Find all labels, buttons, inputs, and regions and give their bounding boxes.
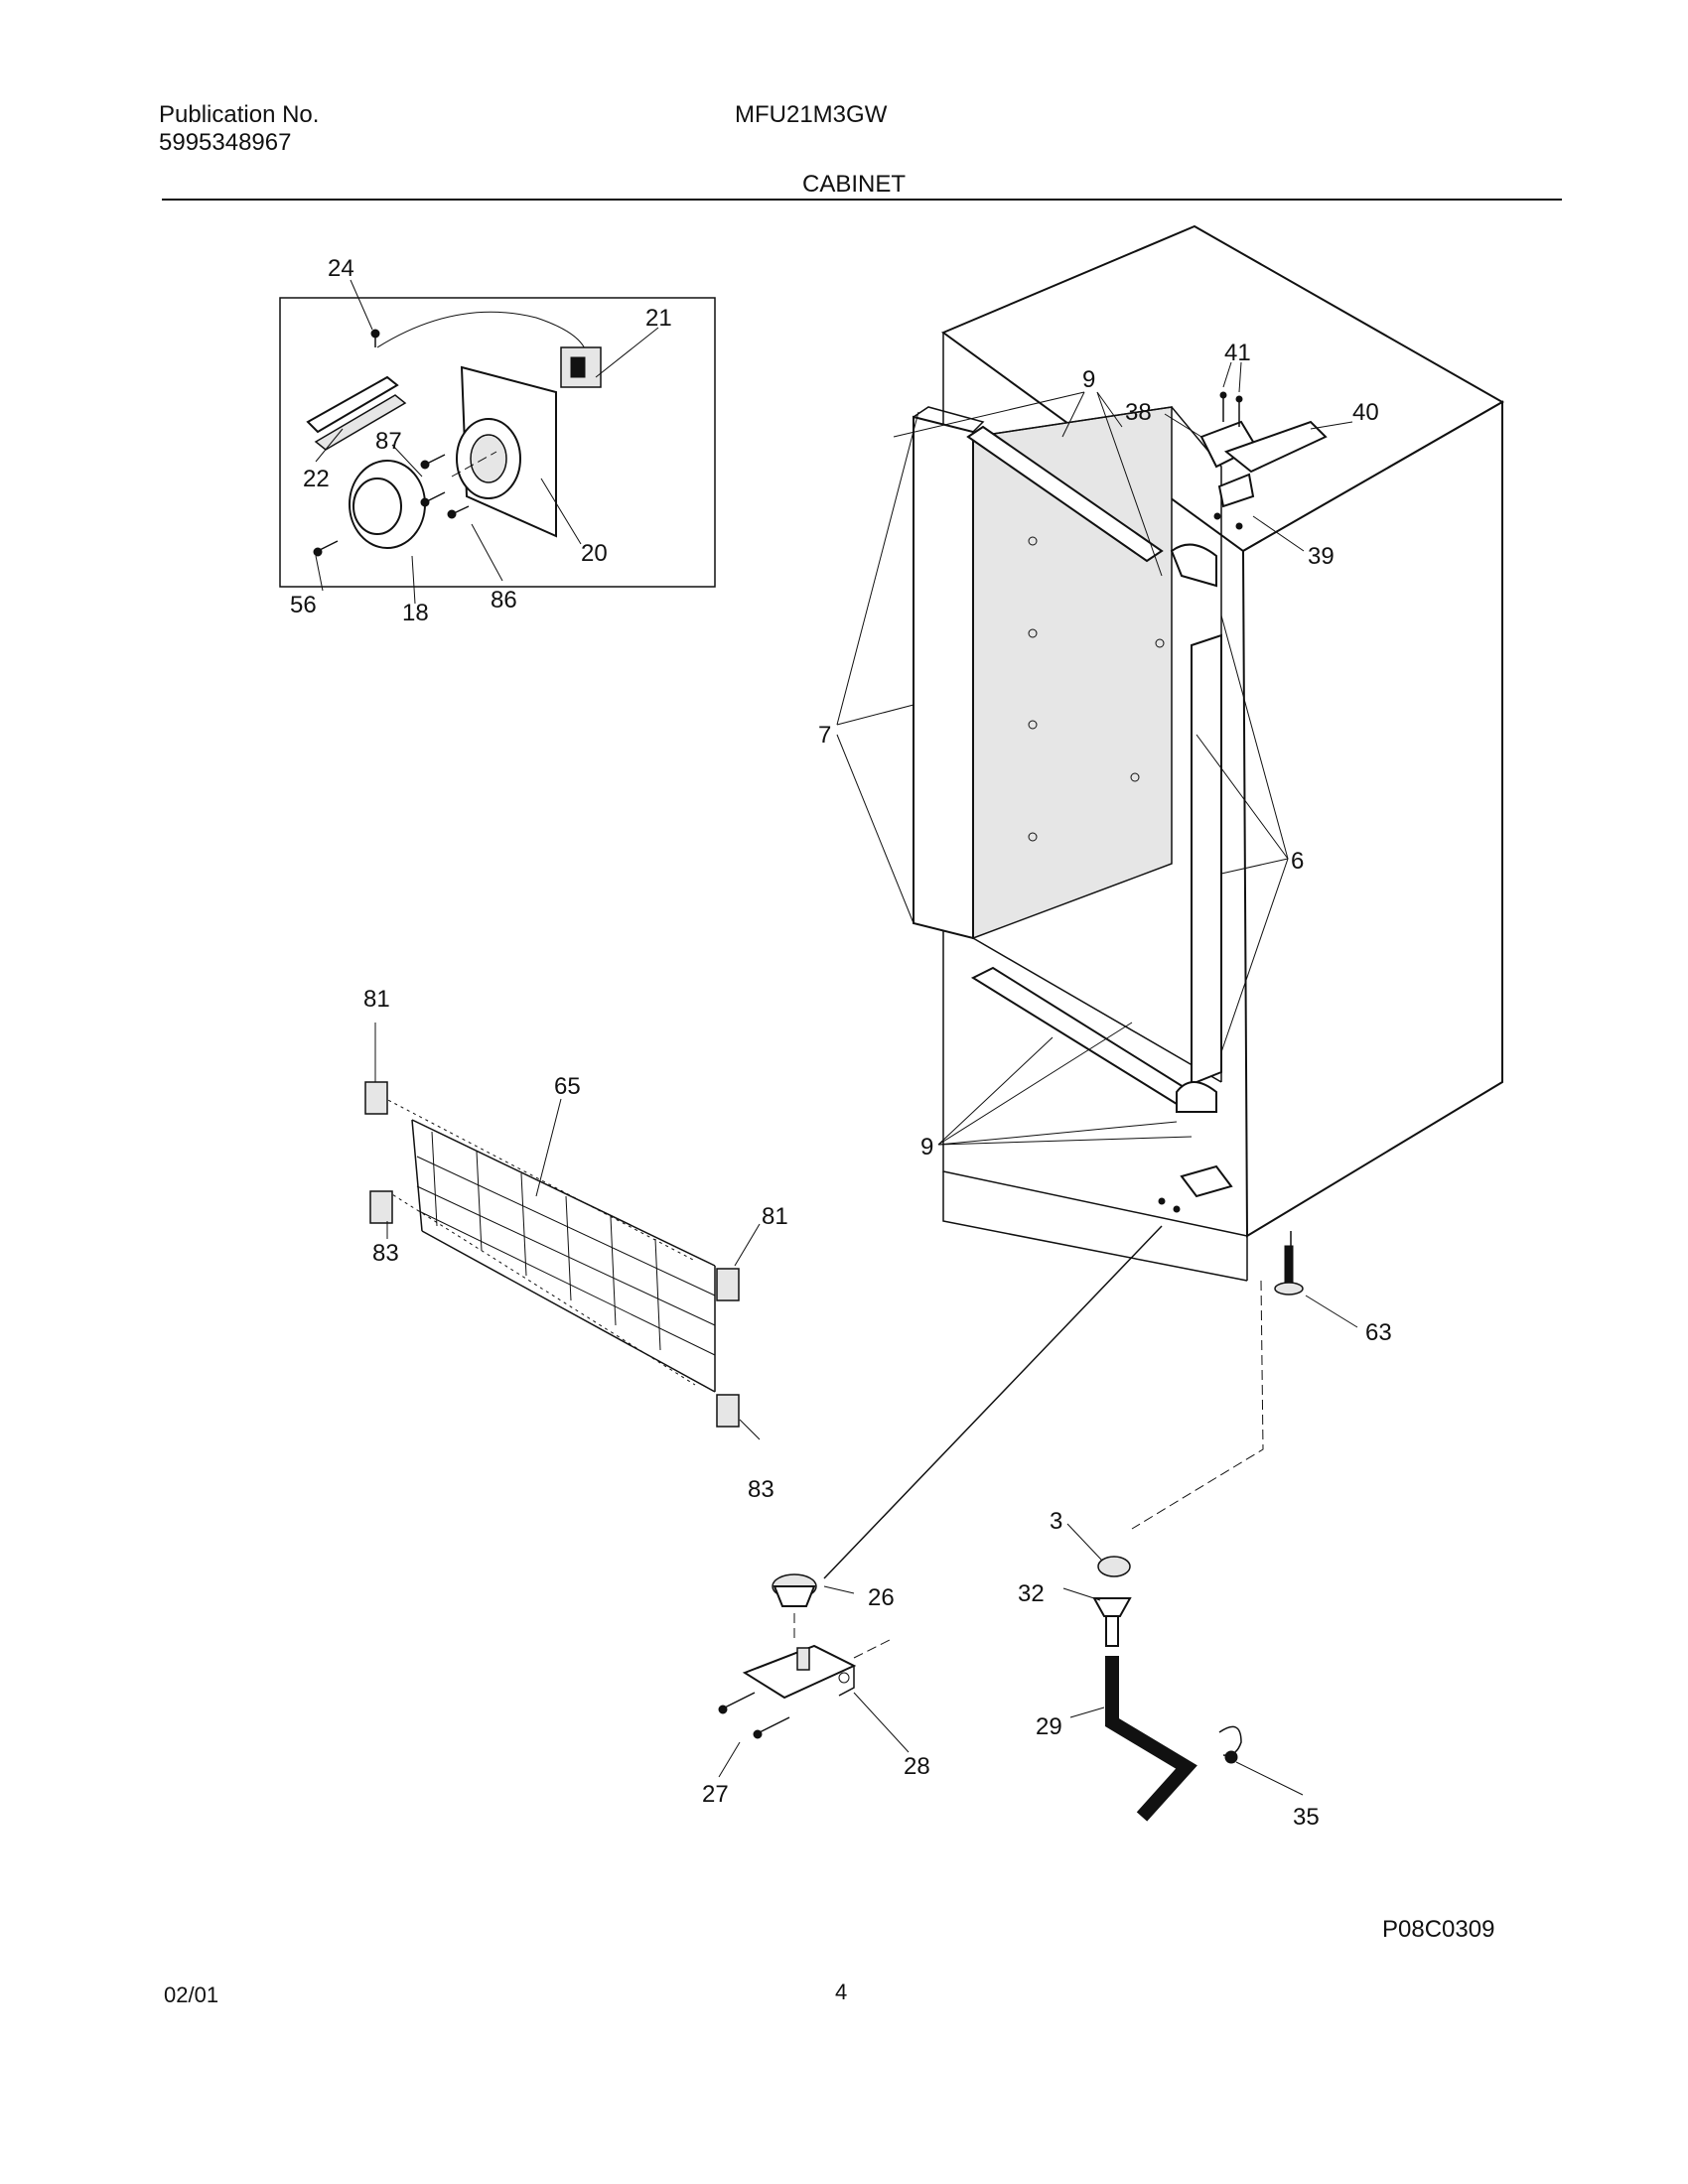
- callout-38: 38: [1125, 399, 1152, 426]
- callout-56: 56: [290, 592, 317, 618]
- hinge-bracket: [1217, 473, 1255, 508]
- model-number: MFU21M3GW: [735, 101, 888, 128]
- callout-87: 87: [375, 428, 402, 455]
- basket-clip-83-right: [716, 1394, 740, 1428]
- strip-bracket-base: [314, 394, 407, 451]
- header-rule: [162, 199, 1562, 201]
- breaker-strip-top: [966, 425, 1164, 563]
- callout-29: 29: [1036, 1713, 1062, 1740]
- cabinet-side: [1241, 400, 1503, 1238]
- callout-32: 32: [1018, 1580, 1045, 1607]
- publication-number: 5995348967: [159, 129, 292, 156]
- cabinet-liner-back: [972, 406, 1173, 940]
- callout-22: 22: [303, 466, 330, 492]
- lower-hinge-assembly: [718, 1225, 1163, 1739]
- drain-hose: [1105, 1656, 1197, 1822]
- breaker-strip-left: [913, 415, 974, 940]
- cabinet-shell: [913, 224, 1505, 1282]
- lower-hinge-mount: [1180, 1164, 1233, 1198]
- drain-fitting: [1092, 1597, 1132, 1617]
- callout-18: 18: [402, 600, 429, 626]
- callout-6: 6: [1291, 848, 1304, 875]
- callout-83-left: 83: [372, 1240, 399, 1267]
- drain-assembly: [1092, 1280, 1264, 1822]
- callout-81-right: 81: [762, 1203, 788, 1230]
- footer-date: 02/01: [164, 1982, 219, 2007]
- page-number: 4: [835, 1979, 848, 2004]
- callout-86: 86: [491, 587, 517, 614]
- breaker-strip-right: [1191, 633, 1222, 1086]
- callout-35: 35: [1293, 1804, 1320, 1831]
- callout-83-right: 83: [748, 1476, 774, 1503]
- callout-labels: 24 21 22 87 20 56 18 86 9 41 38 40 39 7 …: [290, 255, 1392, 1831]
- callout-7: 7: [818, 722, 831, 749]
- basket-clip-81-right: [716, 1268, 740, 1301]
- leader-lines: [315, 279, 1358, 1796]
- callout-20: 20: [581, 540, 608, 567]
- callout-41: 41: [1224, 340, 1251, 366]
- callout-81-left: 81: [363, 986, 390, 1013]
- basket-clip-81-left: [364, 1081, 388, 1115]
- callout-3: 3: [1050, 1508, 1062, 1535]
- hinge-cover: [1223, 420, 1328, 474]
- callout-27: 27: [702, 1781, 729, 1808]
- callout-9-top: 9: [1082, 366, 1095, 393]
- top-hinge-assembly: [1199, 391, 1328, 530]
- publication-label: Publication No.: [159, 101, 320, 128]
- inset-frame: [279, 297, 716, 588]
- callout-21: 21: [645, 305, 672, 332]
- drain-plug: [1097, 1556, 1131, 1577]
- diagram-code: P08C0309: [1382, 1916, 1495, 1943]
- callout-26: 26: [868, 1584, 895, 1611]
- callout-63: 63: [1365, 1319, 1392, 1346]
- callout-9-bottom: 9: [920, 1134, 933, 1160]
- callout-40: 40: [1352, 399, 1379, 426]
- section-title: CABINET: [802, 171, 907, 198]
- strip-bracket: [306, 375, 399, 434]
- capillary-tube: [376, 311, 588, 368]
- control-assembly-inset: [279, 297, 716, 588]
- callout-28: 28: [904, 1753, 930, 1780]
- breaker-strip-bottom: [970, 966, 1194, 1106]
- callout-39: 39: [1308, 543, 1335, 570]
- screw-24: [370, 329, 380, 339]
- wire-basket: [364, 1081, 740, 1428]
- leveling-leg: [1274, 1231, 1304, 1296]
- callout-24: 24: [328, 255, 354, 282]
- callout-65: 65: [554, 1073, 581, 1100]
- basket-clip-83-left: [369, 1190, 393, 1224]
